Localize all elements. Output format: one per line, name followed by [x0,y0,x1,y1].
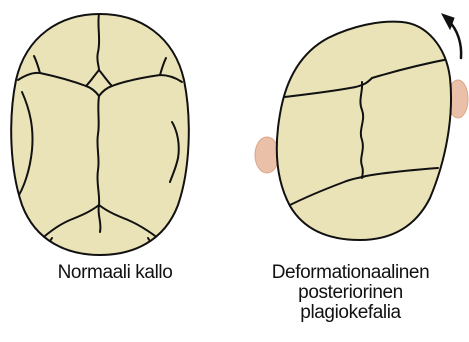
plagiocephaly-skull-panel: Deformationaalinen posteriorinen plagiok… [232,0,469,342]
normal-skull-caption: Normaali kallo [0,263,230,283]
normal-skull [11,14,189,255]
left-ear [255,137,279,173]
plagiocephaly-skull-figure [232,0,469,262]
normal-skull-panel: Normaali kallo [0,0,230,342]
plagiocephaly-caption-line-1: Deformationaalinen [232,263,469,283]
plagiocephaly-skull-caption: Deformationaalinen posteriorinen plagiok… [232,263,469,323]
normal-skull-caption-text: Normaali kallo [0,263,230,283]
curved-rotation-arrow-icon [442,14,461,58]
normal-skull-figure [0,0,230,262]
plagiocephaly-skull [276,22,454,240]
plagiocephaly-caption-line-2: posteriorinen [232,283,469,303]
plagiocephaly-caption-line-3: plagiokefalia [232,303,469,323]
